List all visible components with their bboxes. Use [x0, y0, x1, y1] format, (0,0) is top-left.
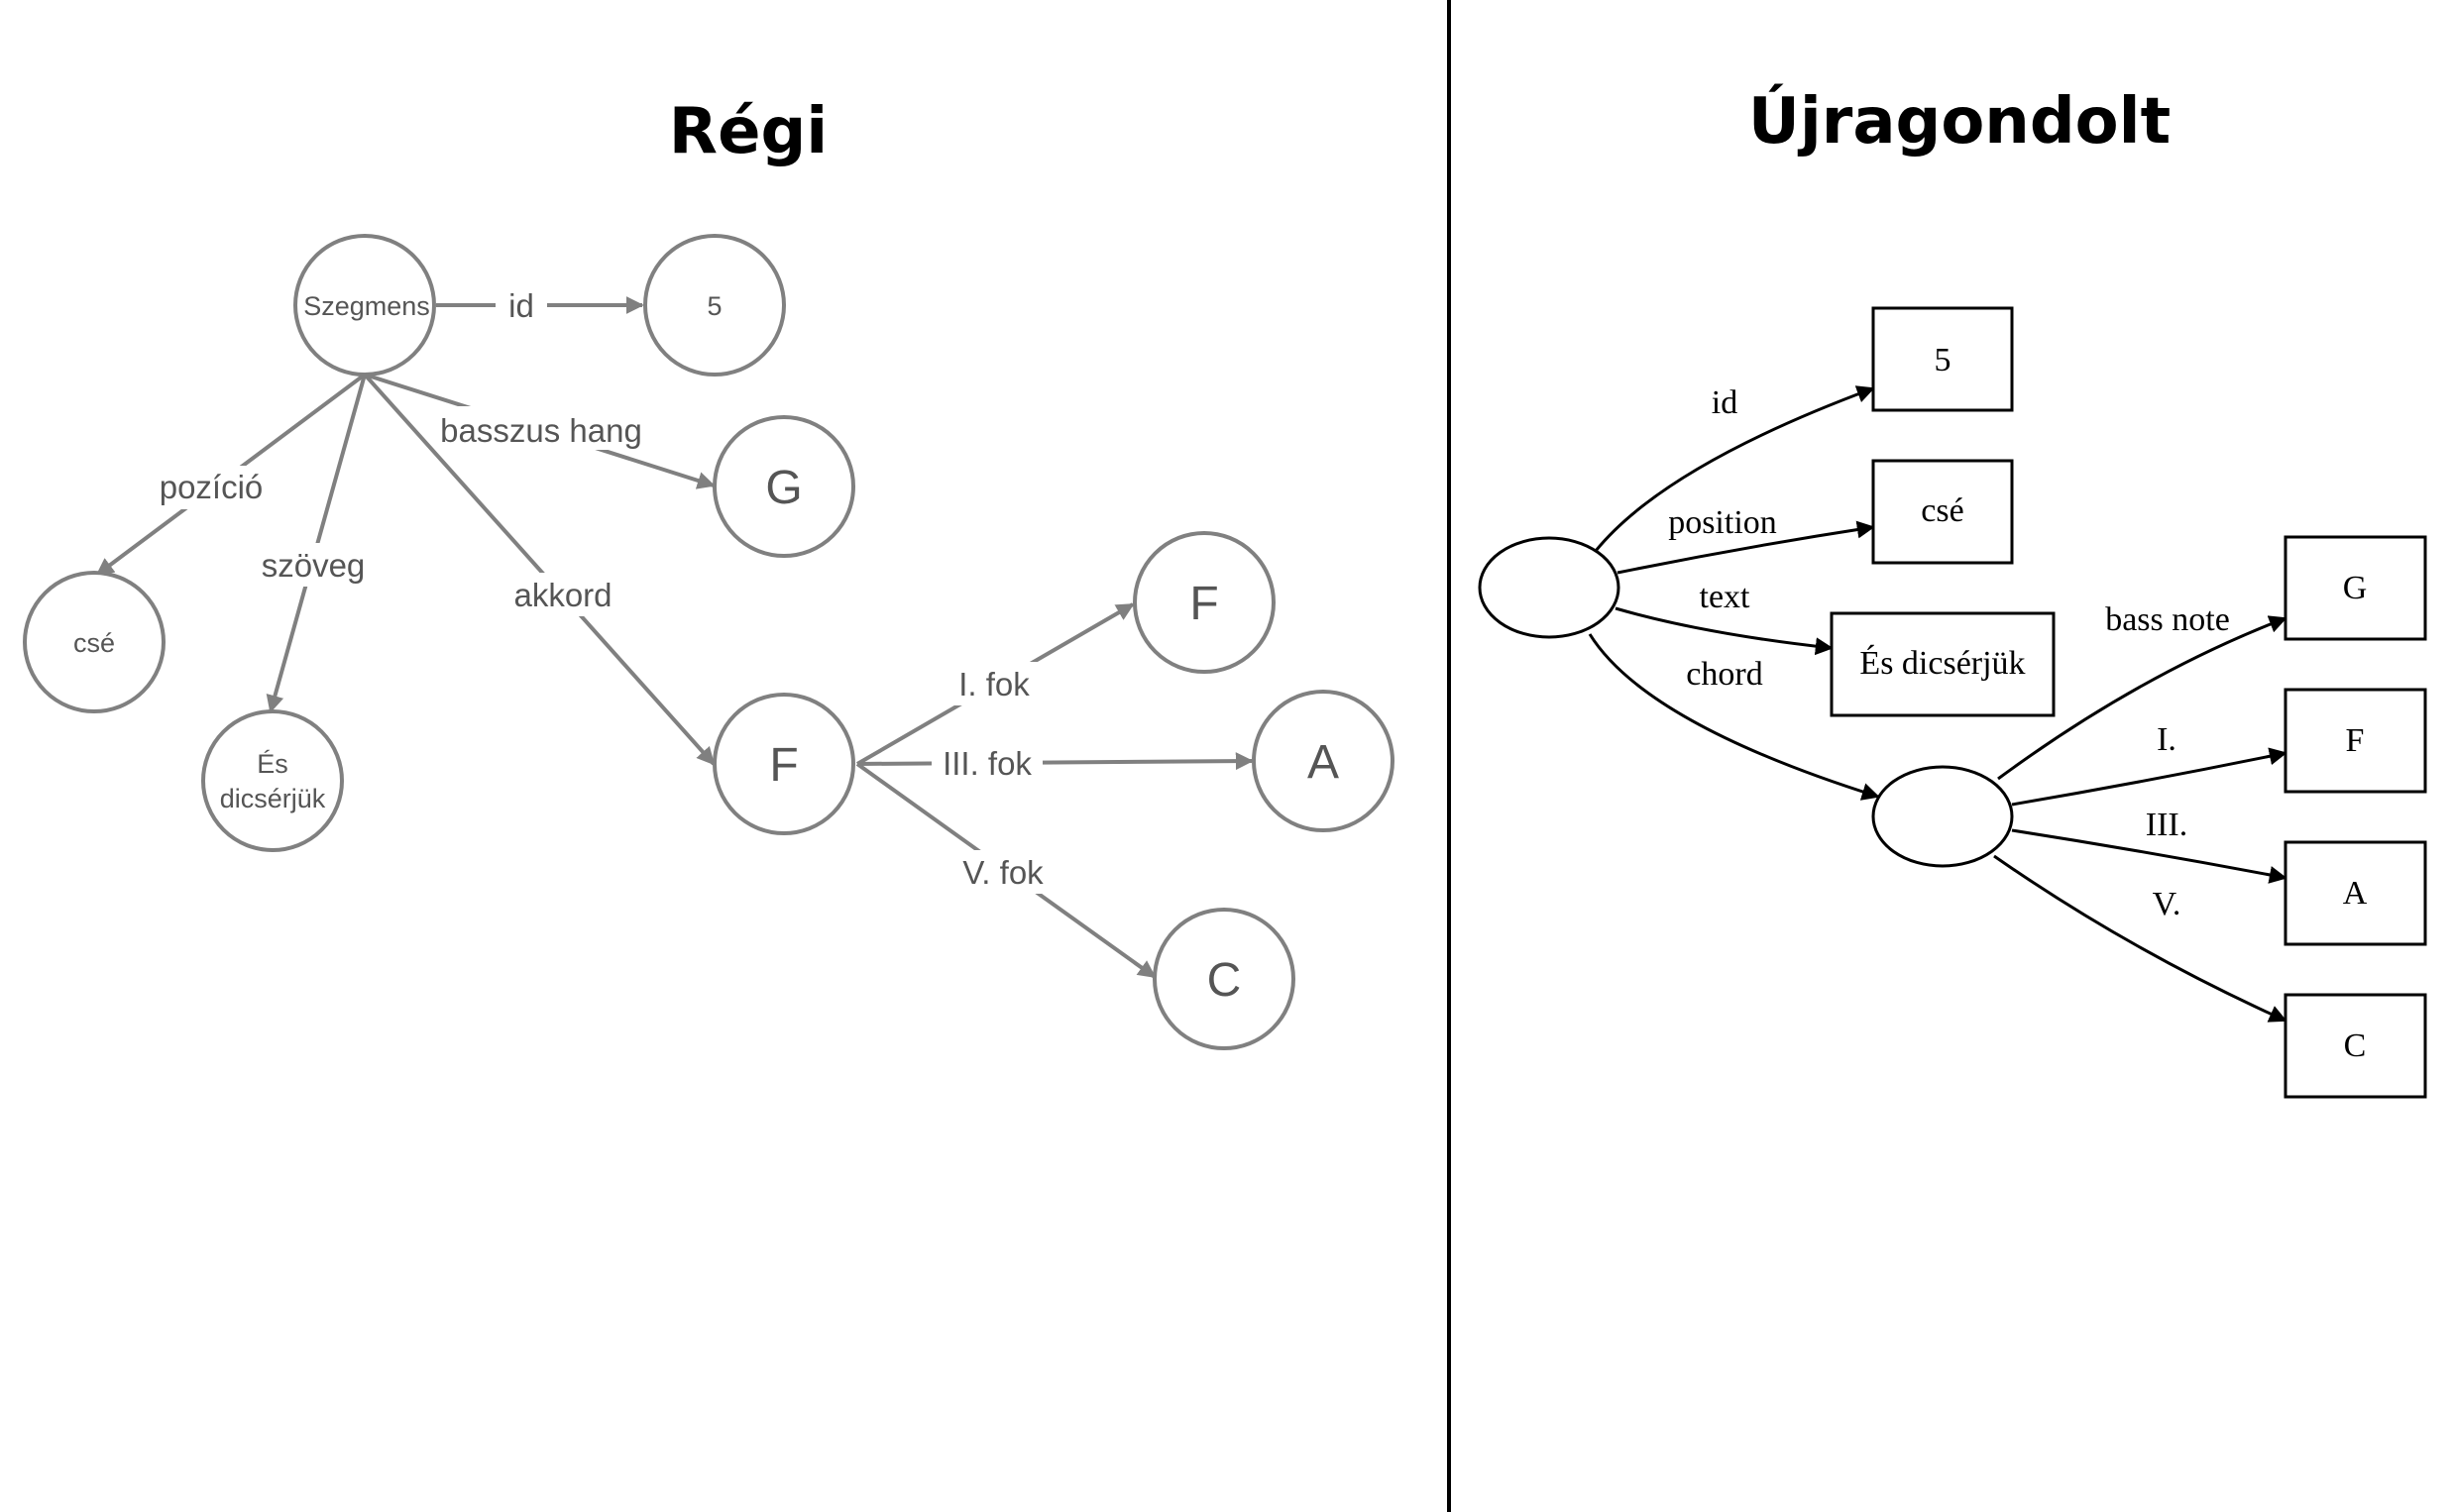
new-node-third [2284, 840, 2427, 946]
old-node-third-label: A [1307, 736, 1339, 789]
new-node-chord [1871, 765, 2014, 868]
new-edge-label-position: position [1668, 504, 1777, 541]
new-edge-third [2011, 828, 2287, 884]
old-node-position [23, 571, 166, 713]
old-edge-label-text: szöveg [262, 547, 366, 584]
new-node-root-label: F [2346, 722, 2365, 759]
new-edge-position [1616, 520, 1875, 575]
new-node-fifth [2284, 993, 2427, 1099]
old-model-diagram: id basszus hang pozíció szöveg akkord I.… [23, 234, 1394, 1050]
new-node-bass-label: G [2343, 570, 2368, 606]
panel-divider [1447, 0, 1451, 1512]
old-model-title: Régi [668, 95, 829, 168]
old-edge-label-third: III. fok [943, 745, 1032, 782]
old-node-text-label-line1: És [257, 749, 288, 779]
new-edge-id [1594, 385, 1875, 552]
new-edge-fifth [1993, 854, 2287, 1023]
old-edge-chord [363, 373, 716, 766]
old-edge-label-fifth: V. fok [962, 854, 1044, 891]
new-edge-bass [1997, 615, 2287, 781]
new-node-root [2284, 688, 2427, 794]
old-node-id-value-label: 5 [707, 291, 722, 321]
old-edge-third [856, 752, 1254, 771]
new-node-third-label: A [2343, 875, 2368, 912]
old-edge-label-root: I. fok [958, 666, 1030, 702]
old-node-segment [293, 234, 436, 377]
new-model-title: Újragondolt [1747, 85, 2172, 159]
old-node-chord [713, 693, 855, 835]
old-node-fifth-label: C [1207, 954, 1242, 1007]
new-edge-label-chord: chord [1686, 656, 1762, 693]
new-edge-text [1615, 606, 1834, 656]
new-edge-label-third: III. [2146, 807, 2187, 843]
new-node-bass [2284, 535, 2427, 641]
new-node-fifth-label: C [2344, 1027, 2367, 1064]
old-node-root [1133, 531, 1276, 674]
new-node-position [1871, 459, 2014, 565]
old-node-bass-label: G [765, 462, 802, 514]
new-node-id-value-label: 5 [1935, 342, 1951, 378]
new-model-diagram: id position text chord bass note I. III.… [1478, 306, 2427, 1099]
new-edge-label-bass: bass note [2105, 601, 2230, 638]
old-node-text-label-line2: dicsérjük [220, 784, 326, 813]
old-node-bass [713, 415, 855, 558]
new-edge-chord [1588, 633, 1880, 801]
old-node-chord-label: F [769, 739, 798, 792]
new-node-segment [1478, 536, 1620, 639]
old-node-fifth [1153, 908, 1295, 1050]
old-node-third [1252, 690, 1394, 832]
old-edge-label-id: id [508, 287, 534, 324]
old-node-id-value [643, 234, 786, 377]
new-node-id-value [1871, 306, 2014, 412]
new-node-position-label: csé [1921, 492, 1963, 529]
old-node-root-label: F [1189, 578, 1218, 630]
new-edge-label-fifth: V. [2153, 886, 2181, 922]
new-node-text-label: És dicsérjük [1859, 645, 2025, 682]
old-edge-label-bass: basszus hang [440, 412, 642, 449]
new-edge-label-root: I. [2157, 721, 2176, 758]
old-node-text [201, 709, 344, 852]
old-edge-label-position: pozíció [160, 469, 264, 505]
old-node-position-label: csé [73, 628, 115, 658]
new-node-text [1830, 611, 2056, 717]
new-edge-root [2011, 747, 2287, 807]
old-edge-label-chord: akkord [513, 577, 612, 613]
new-edge-label-id: id [1712, 384, 1737, 421]
new-edge-label-text: text [1700, 579, 1751, 615]
old-node-segment-label: Szegmens [303, 291, 430, 321]
